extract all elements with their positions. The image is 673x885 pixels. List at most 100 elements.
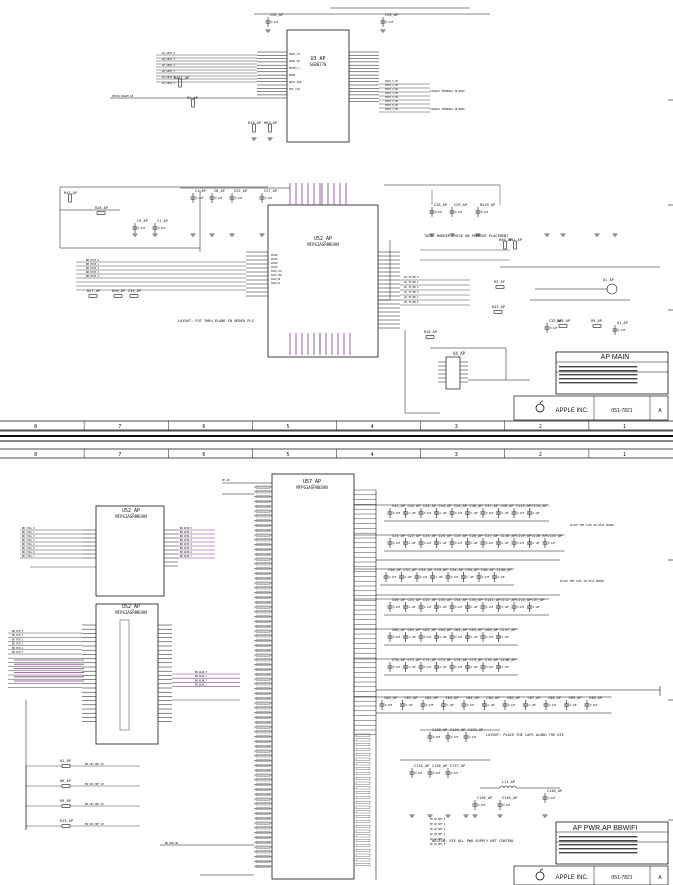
- pin-label: SPI_CLK: [289, 87, 300, 91]
- resistor: R41_AP: [509, 238, 522, 250]
- apple-logo-leaf: [539, 400, 544, 405]
- capacitor: C88_AP0.1UF: [543, 696, 561, 710]
- capacitor-value: 0.1UF: [467, 704, 475, 707]
- pin-stub: [255, 485, 271, 489]
- ground-symbol: [132, 233, 138, 237]
- net-name: AP_TO_BB_1: [404, 281, 419, 284]
- capacitor-label: C36_AP: [481, 568, 494, 572]
- capacitor-label: C50_AP: [392, 598, 405, 602]
- capacitor-value: 0.1UF: [424, 542, 432, 545]
- net-name: BB_SPI_NET_AP: [85, 783, 104, 786]
- capacitor: C156_AP0.1UF: [472, 796, 492, 810]
- net-name: SDIO_6_AP: [385, 104, 399, 107]
- resistor-label: R15_AP: [60, 819, 73, 823]
- capacitor: C120_AP0.1UF: [527, 534, 547, 548]
- capacitor: C44_AP0.1UF: [434, 504, 451, 518]
- capacitor-label: C112_AP: [501, 598, 516, 602]
- capacitor-label: C30_AP: [388, 568, 401, 572]
- capacitor-value: 0.1UF: [471, 512, 479, 515]
- capacitor: C23_AP0.1UF: [418, 534, 436, 548]
- pin-label: WAKE: [289, 73, 296, 77]
- net-name: SDIO_0_AP: [385, 80, 399, 83]
- capacitor: C113_AP0.1UF: [511, 504, 531, 518]
- pin-stub: [255, 783, 271, 786]
- capacitor-value: 0.1UF: [618, 329, 626, 332]
- zone-label: 7: [118, 424, 121, 430]
- pin-stub: [255, 865, 271, 868]
- capacitor-label: C53_AP: [439, 598, 452, 602]
- capacitor-label: C73_AP: [439, 658, 452, 662]
- pin-stub: [255, 797, 271, 801]
- capacitor-value: 0.1UF: [215, 197, 223, 200]
- ground-symbol: [190, 233, 196, 237]
- net-name: BB_PCM_4: [12, 647, 24, 650]
- capacitor-label: C81_AP: [405, 696, 418, 700]
- resistor-body: [493, 310, 503, 314]
- resistor-label: R63_AP: [557, 319, 570, 323]
- net-name: BB_JTAG_4: [22, 543, 35, 546]
- capacitor-label: C87_AP: [528, 696, 541, 700]
- net-name: PP_AP_NET_5: [430, 843, 446, 846]
- capacitor: C54_AP0.1UF: [449, 598, 467, 612]
- capacitor-label: C26_AP: [270, 13, 283, 17]
- capacitor-label: C9_AP: [137, 219, 148, 223]
- capacitor-value: 0.1UF: [440, 542, 448, 545]
- capacitor: C55_AP 0.1UF: [465, 598, 482, 612]
- pin-stub: [355, 796, 371, 799]
- capacitor: Q1_AP0.1UF: [612, 321, 628, 335]
- capacitor: C27_AP0.1UF: [480, 534, 498, 548]
- net-name: BB_JTAG_2: [22, 535, 35, 538]
- capacitor-label: C64_AP: [454, 628, 467, 632]
- net-name: BB_JTAG_7: [22, 555, 35, 558]
- capacitor-value: 0.1UF: [424, 606, 432, 609]
- pin-stub: [255, 538, 271, 542]
- ground-symbol: [265, 29, 271, 33]
- capacitor: C30_AP0.1UF: [383, 568, 401, 582]
- title-block-note: [559, 382, 638, 384]
- capacitor-value: 0.1UF: [471, 606, 479, 609]
- pin-stub: [255, 817, 271, 820]
- capacitor-label: C22_AP: [408, 534, 421, 538]
- net-name: AP_GPIO_0: [162, 52, 176, 55]
- capacitor: C53_AP0.1UF: [434, 598, 451, 612]
- u57-part: MFPG3ASP8N3VN: [296, 485, 328, 490]
- component-outline: [445, 356, 461, 390]
- capacitor-value: 0.1UF: [426, 704, 434, 707]
- net-name: BB_PCIE_4: [86, 275, 100, 278]
- pin-stub: [355, 815, 371, 818]
- net-name: AP_GPIO_5: [162, 82, 176, 85]
- pin-stub: [255, 764, 271, 767]
- net-name: AP_TO_BB_5: [404, 301, 419, 304]
- resistor-body: [558, 324, 568, 328]
- capacitor: C130_AP0.1UF: [492, 568, 512, 582]
- capacitor-label: C113_AP: [516, 504, 531, 508]
- capacitor-label: C29_AP: [454, 203, 467, 207]
- capacitor: C76_AP0.1UF: [480, 658, 498, 672]
- capacitor-label: C137_AP: [450, 764, 465, 768]
- capacitor: C22_AP0.1UF: [403, 534, 420, 548]
- capacitor-label: C140_AP: [501, 658, 516, 662]
- capacitor-value: 0.1UF: [517, 606, 525, 609]
- capacitor-value: 0.1UF: [385, 704, 393, 707]
- capacitor-value: 0.1UF: [548, 542, 556, 545]
- capacitor-label: C55_AP: [470, 598, 483, 602]
- pin-stub: [355, 743, 371, 746]
- net-name: SDIO_5_AP: [385, 100, 399, 103]
- net-name: AP_TO_BB_2: [404, 286, 419, 289]
- capacitor: C134_AP0.1UF: [409, 764, 429, 778]
- capacitor-value: 0.1UF: [420, 576, 428, 579]
- pin-stub: [255, 706, 271, 710]
- capacitor-label: C48_AP: [501, 504, 514, 508]
- pin-stub: [255, 826, 271, 830]
- capacitor: C157_AP0.1UF: [496, 628, 516, 642]
- pin-stub: [255, 692, 271, 695]
- pin-stub: [255, 591, 271, 594]
- pin-stub: [255, 596, 271, 599]
- pin-stub: [255, 625, 271, 628]
- pin-stub: [255, 778, 271, 782]
- capacitor-label: C35_AP: [466, 568, 479, 572]
- net-name: BB_PCIE_0: [86, 259, 100, 262]
- resistor: R63_AP: [557, 319, 570, 328]
- capacitor-label: C54_AP: [454, 598, 467, 602]
- top-company: APPLE INC.: [555, 408, 588, 414]
